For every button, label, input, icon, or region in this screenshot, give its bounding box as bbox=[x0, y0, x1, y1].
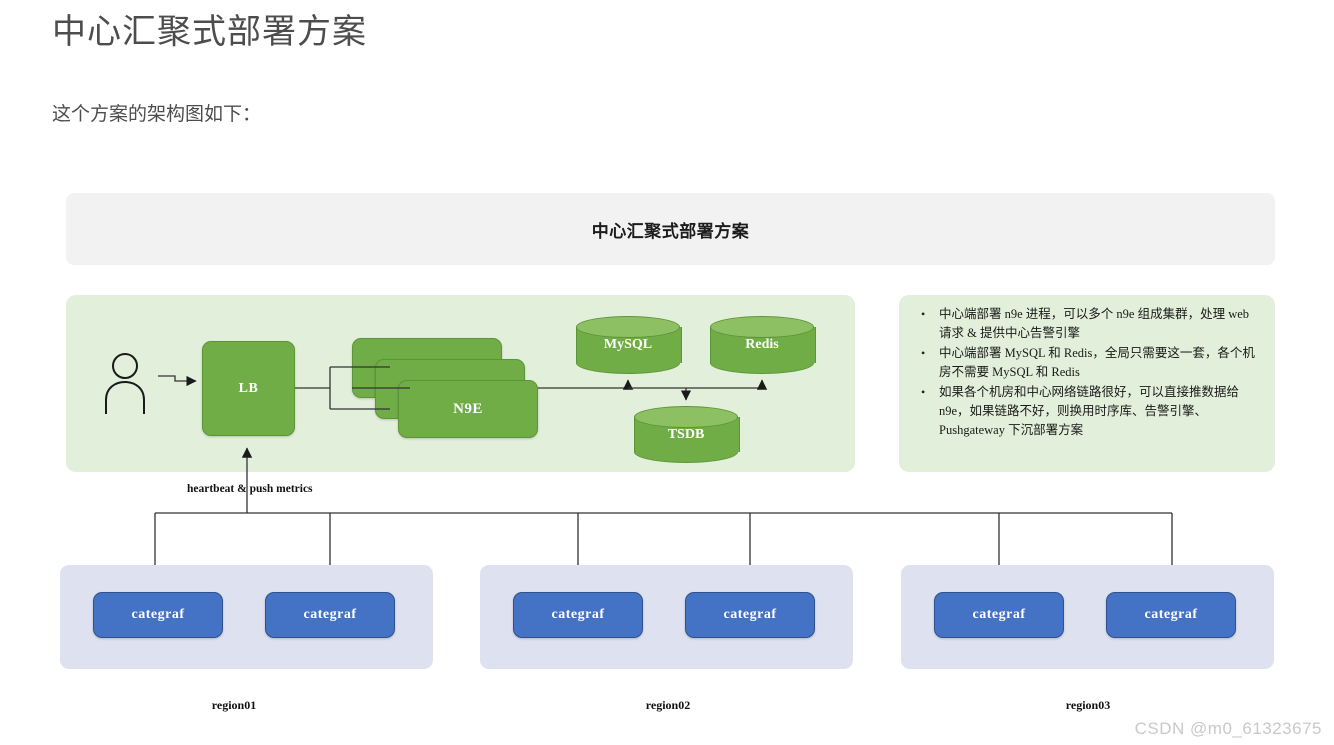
note-text: 中心端部署 n9e 进程，可以多个 n9e 组成集群，处理 web 请求 & 提… bbox=[939, 307, 1250, 340]
note-item: • 中心端部署 n9e 进程，可以多个 n9e 组成集群，处理 web 请求 & … bbox=[913, 305, 1263, 343]
note-item: • 如果各个机房和中心网络链路很好，可以直接推数据给 n9e，如果链路不好，则换用… bbox=[913, 383, 1263, 440]
note-text: 如果各个机房和中心网络链路很好，可以直接推数据给 n9e，如果链路不好，则换用时… bbox=[939, 385, 1240, 437]
node-categraf[interactable]: categraf bbox=[685, 592, 815, 638]
node-db-redis[interactable]: Redis bbox=[710, 316, 816, 374]
diagram-header-box: 中心汇聚式部署方案 bbox=[66, 193, 1275, 265]
region-label-region01: region01 bbox=[211, 698, 257, 712]
cylinder-top bbox=[576, 316, 680, 338]
notes-panel: • 中心端部署 n9e 进程，可以多个 n9e 组成集群，处理 web 请求 & … bbox=[899, 295, 1275, 472]
node-db-tsdb[interactable]: TSDB bbox=[634, 406, 740, 463]
db-tsdb-label: TSDB bbox=[667, 426, 705, 442]
db-mysql-label: MySQL bbox=[603, 337, 653, 352]
node-categraf[interactable]: categraf bbox=[1106, 592, 1236, 638]
page-title: 中心汇聚式部署方案 bbox=[52, 13, 367, 51]
cylinder-top bbox=[710, 316, 814, 338]
node-categraf[interactable]: categraf bbox=[93, 592, 223, 638]
user-actor-icon bbox=[101, 352, 149, 414]
node-n9e[interactable]: N9E bbox=[398, 380, 538, 438]
notes-list: • 中心端部署 n9e 进程，可以多个 n9e 组成集群，处理 web 请求 & … bbox=[913, 305, 1263, 440]
note-item: • 中心端部署 MySQL 和 Redis，全局只需要这一套，各个机房不需要 My… bbox=[913, 344, 1263, 382]
db-redis-label: Redis bbox=[745, 337, 779, 352]
bullet-icon: • bbox=[921, 307, 926, 321]
region-label-region02: region02 bbox=[645, 698, 691, 712]
edge-label-heartbeat: heartbeat & push metrics bbox=[187, 483, 313, 495]
node-categraf[interactable]: categraf bbox=[513, 592, 643, 638]
page-subtitle: 这个方案的架构图如下： bbox=[52, 104, 262, 125]
diagram-header-title: 中心汇聚式部署方案 bbox=[591, 221, 750, 241]
node-categraf[interactable]: categraf bbox=[265, 592, 395, 638]
region-label-region03: region03 bbox=[1065, 698, 1111, 712]
bullet-icon: • bbox=[921, 385, 926, 399]
node-categraf[interactable]: categraf bbox=[934, 592, 1064, 638]
node-lb[interactable]: LB bbox=[202, 341, 295, 436]
csdn-watermark: CSDN @m0_61323675 bbox=[1134, 719, 1322, 738]
cylinder-top bbox=[634, 406, 738, 428]
bullet-icon: • bbox=[921, 346, 926, 360]
note-text: 中心端部署 MySQL 和 Redis，全局只需要这一套，各个机房不需要 MyS… bbox=[939, 346, 1255, 379]
node-db-mysql[interactable]: MySQL bbox=[576, 316, 682, 374]
